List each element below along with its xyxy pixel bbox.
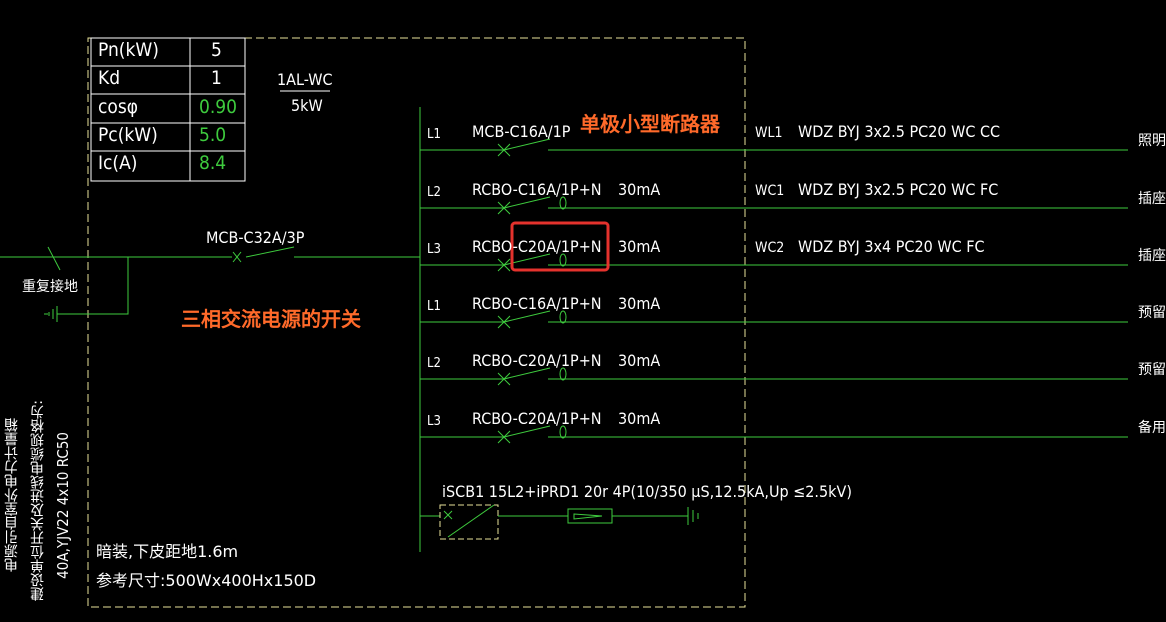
load-label: 预留 bbox=[1138, 305, 1166, 321]
install-note-2: 参考尺寸:500Wx400Hx150D bbox=[96, 571, 317, 590]
rcd-rating: 30mA bbox=[618, 180, 661, 199]
param-value: 1 bbox=[211, 67, 222, 89]
rcd-symbol bbox=[559, 196, 567, 210]
param-label: Pc(kW) bbox=[98, 124, 158, 146]
main-breaker-label: MCB-C32A/3P bbox=[206, 228, 305, 247]
incoming-line bbox=[0, 246, 232, 322]
rcd-symbol bbox=[559, 253, 567, 267]
switch-blade bbox=[503, 367, 551, 380]
incoming-note-1: 电源引自室外电力计量箱 bbox=[4, 418, 20, 572]
load-label: 插座 bbox=[1138, 191, 1166, 207]
rcd-symbol bbox=[559, 425, 567, 439]
breaker-label: RCBO-C16A/1P+N bbox=[472, 180, 602, 199]
breaker-label: RCBO-C20A/1P+N bbox=[472, 351, 602, 370]
circuit-id: WC1 bbox=[755, 183, 785, 199]
breaker-label: RCBO-C20A/1P+N bbox=[472, 409, 602, 428]
phase-label: L1 bbox=[427, 127, 441, 142]
param-label: Ic(A) bbox=[98, 152, 138, 174]
breaker-label: MCB-C16A/1P bbox=[472, 122, 571, 141]
panel-name: 1AL-WC bbox=[277, 70, 333, 89]
switch-blade bbox=[503, 138, 551, 151]
rcd-symbol bbox=[559, 367, 567, 381]
phase-label: L2 bbox=[427, 185, 441, 200]
panel-power: 5kW bbox=[291, 96, 323, 115]
main-breaker-note: 三相交流电源的开关 bbox=[181, 307, 361, 331]
switch-blade bbox=[503, 425, 551, 438]
rcd-rating: 30mA bbox=[618, 237, 661, 256]
load-label: 插座 bbox=[1138, 248, 1166, 264]
phase-label: L2 bbox=[427, 356, 441, 371]
switch-blade bbox=[503, 196, 551, 209]
rcd-rating: 30mA bbox=[618, 294, 661, 313]
breaker-label: RCBO-C20A/1P+N bbox=[472, 237, 602, 256]
circuit-id: WC2 bbox=[755, 240, 785, 256]
spd-branch bbox=[420, 504, 699, 540]
param-table-grid bbox=[90, 37, 246, 182]
param-label: Pn(kW) bbox=[98, 39, 159, 61]
cable-spec: WDZ BYJ 3x2.5 PC20 WC FC bbox=[798, 180, 999, 199]
grounding-label: 重复接地 bbox=[22, 279, 78, 295]
branch-circuits bbox=[420, 138, 1128, 444]
highlight-box bbox=[510, 221, 610, 272]
phase-label: L1 bbox=[427, 299, 441, 314]
phase-label: L3 bbox=[427, 414, 441, 429]
load-label: 照明 bbox=[1138, 133, 1166, 149]
breaker-label: RCBO-C16A/1P+N bbox=[472, 294, 602, 313]
param-label: cosφ bbox=[98, 96, 139, 118]
phase-label: L3 bbox=[427, 242, 441, 257]
branch-note: 单极小型断路器 bbox=[580, 112, 720, 136]
incoming-note-2: 建设单位开关及进线电缆规格为: bbox=[30, 400, 46, 601]
switch-blade bbox=[503, 310, 551, 323]
main-breaker-symbol bbox=[232, 246, 420, 263]
install-note-1: 暗装,下皮距地1.6m bbox=[96, 542, 239, 561]
spd-label: iSCB1 15L2+iPRD1 20r 4P(10/350 μS,12.5kA… bbox=[442, 482, 852, 501]
incoming-note-3: 40A,YJV22 4x10 RC50 bbox=[54, 432, 72, 579]
rcd-symbol bbox=[559, 310, 567, 324]
cable-spec: WDZ BYJ 3x2.5 PC20 WC CC bbox=[798, 122, 1001, 141]
rcd-rating: 30mA bbox=[618, 409, 661, 428]
cable-spec: WDZ BYJ 3x4 PC20 WC FC bbox=[798, 237, 985, 256]
load-label: 备用 bbox=[1138, 420, 1166, 436]
param-value: 5.0 bbox=[199, 124, 227, 146]
param-value: 0.90 bbox=[199, 96, 238, 118]
param-label: Kd bbox=[98, 67, 121, 89]
circuit-id: WL1 bbox=[755, 125, 783, 141]
enclosure-frame bbox=[87, 37, 746, 608]
param-value: 5 bbox=[211, 39, 222, 61]
load-label: 预留 bbox=[1138, 362, 1166, 378]
param-value: 8.4 bbox=[199, 152, 227, 174]
rcd-rating: 30mA bbox=[618, 351, 661, 370]
